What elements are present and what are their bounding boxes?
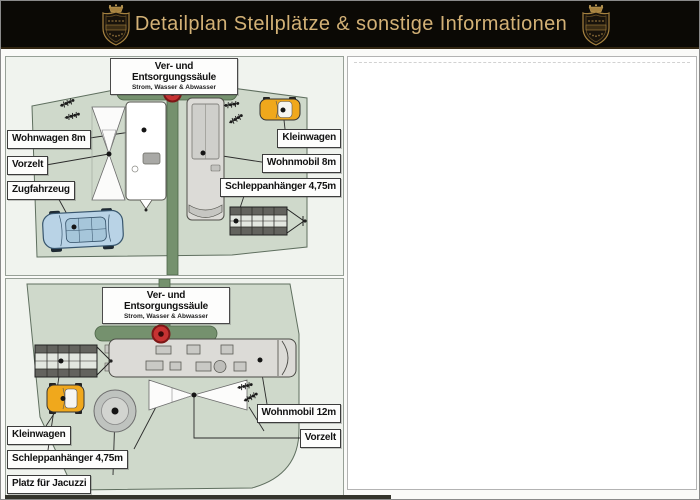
trailer-top-view — [34, 344, 113, 378]
faint-gridline — [354, 62, 690, 63]
label-zugfahrzeug: Zugfahrzeug — [7, 181, 75, 200]
bottom-pitch-diagram — [26, 279, 301, 491]
trailer-top-view — [229, 206, 307, 236]
utility-column-label: Ver- und Entsorgungssäule Strom, Wasser … — [110, 58, 238, 95]
label-schleppanhaenger: Schleppanhänger 4,75m — [220, 178, 341, 197]
towing-car-top-view — [42, 208, 124, 253]
label-kleinwagen: Kleinwagen — [277, 129, 341, 148]
label-schleppanhaenger: Schleppanhänger 4,75m — [7, 450, 128, 469]
page-title: Detailplan Stellplätze & sonstige Inform… — [134, 12, 568, 35]
label-wohnmobil: Wohnmobil 8m — [261, 154, 341, 173]
crest-shield-icon — [102, 4, 130, 46]
motorhome-top-view — [186, 97, 225, 221]
label-wohnwagen: Wohnwagen 8m — [7, 130, 91, 149]
large-motorhome-top-view — [104, 338, 297, 378]
utility-column-marker — [151, 324, 171, 344]
blank-info-panel — [347, 56, 697, 490]
header-bar: Detailplan Stellplätze & sonstige Inform… — [1, 1, 699, 49]
utility-strip — [166, 92, 179, 275]
label-wohnmobil: Wohnmobil 12m — [256, 404, 341, 423]
label-vorzelt: Vorzelt — [299, 429, 341, 448]
awning-shape — [91, 106, 126, 201]
plan-top-pitch-panel: Ver- und Entsorgungssäule Strom, Wasser … — [5, 56, 344, 276]
label-vorzelt: Vorzelt — [7, 156, 49, 175]
plan-bottom-pitch-panel: Ver- und Entsorgungssäule Strom, Wasser … — [5, 278, 344, 497]
jacuzzi-circle — [93, 389, 137, 433]
utility-column-label: Ver- und Entsorgungssäule Strom, Wasser … — [102, 287, 230, 324]
label-kleinwagen: Kleinwagen — [7, 426, 71, 445]
label-jacuzzi: Platz für Jacuzzi — [7, 475, 92, 494]
bottom-edge-bar — [5, 495, 391, 499]
caravan-top-view — [125, 101, 167, 212]
awning-shape — [148, 379, 248, 411]
crest-shield-icon — [582, 4, 610, 46]
small-car-top-view — [259, 97, 301, 121]
